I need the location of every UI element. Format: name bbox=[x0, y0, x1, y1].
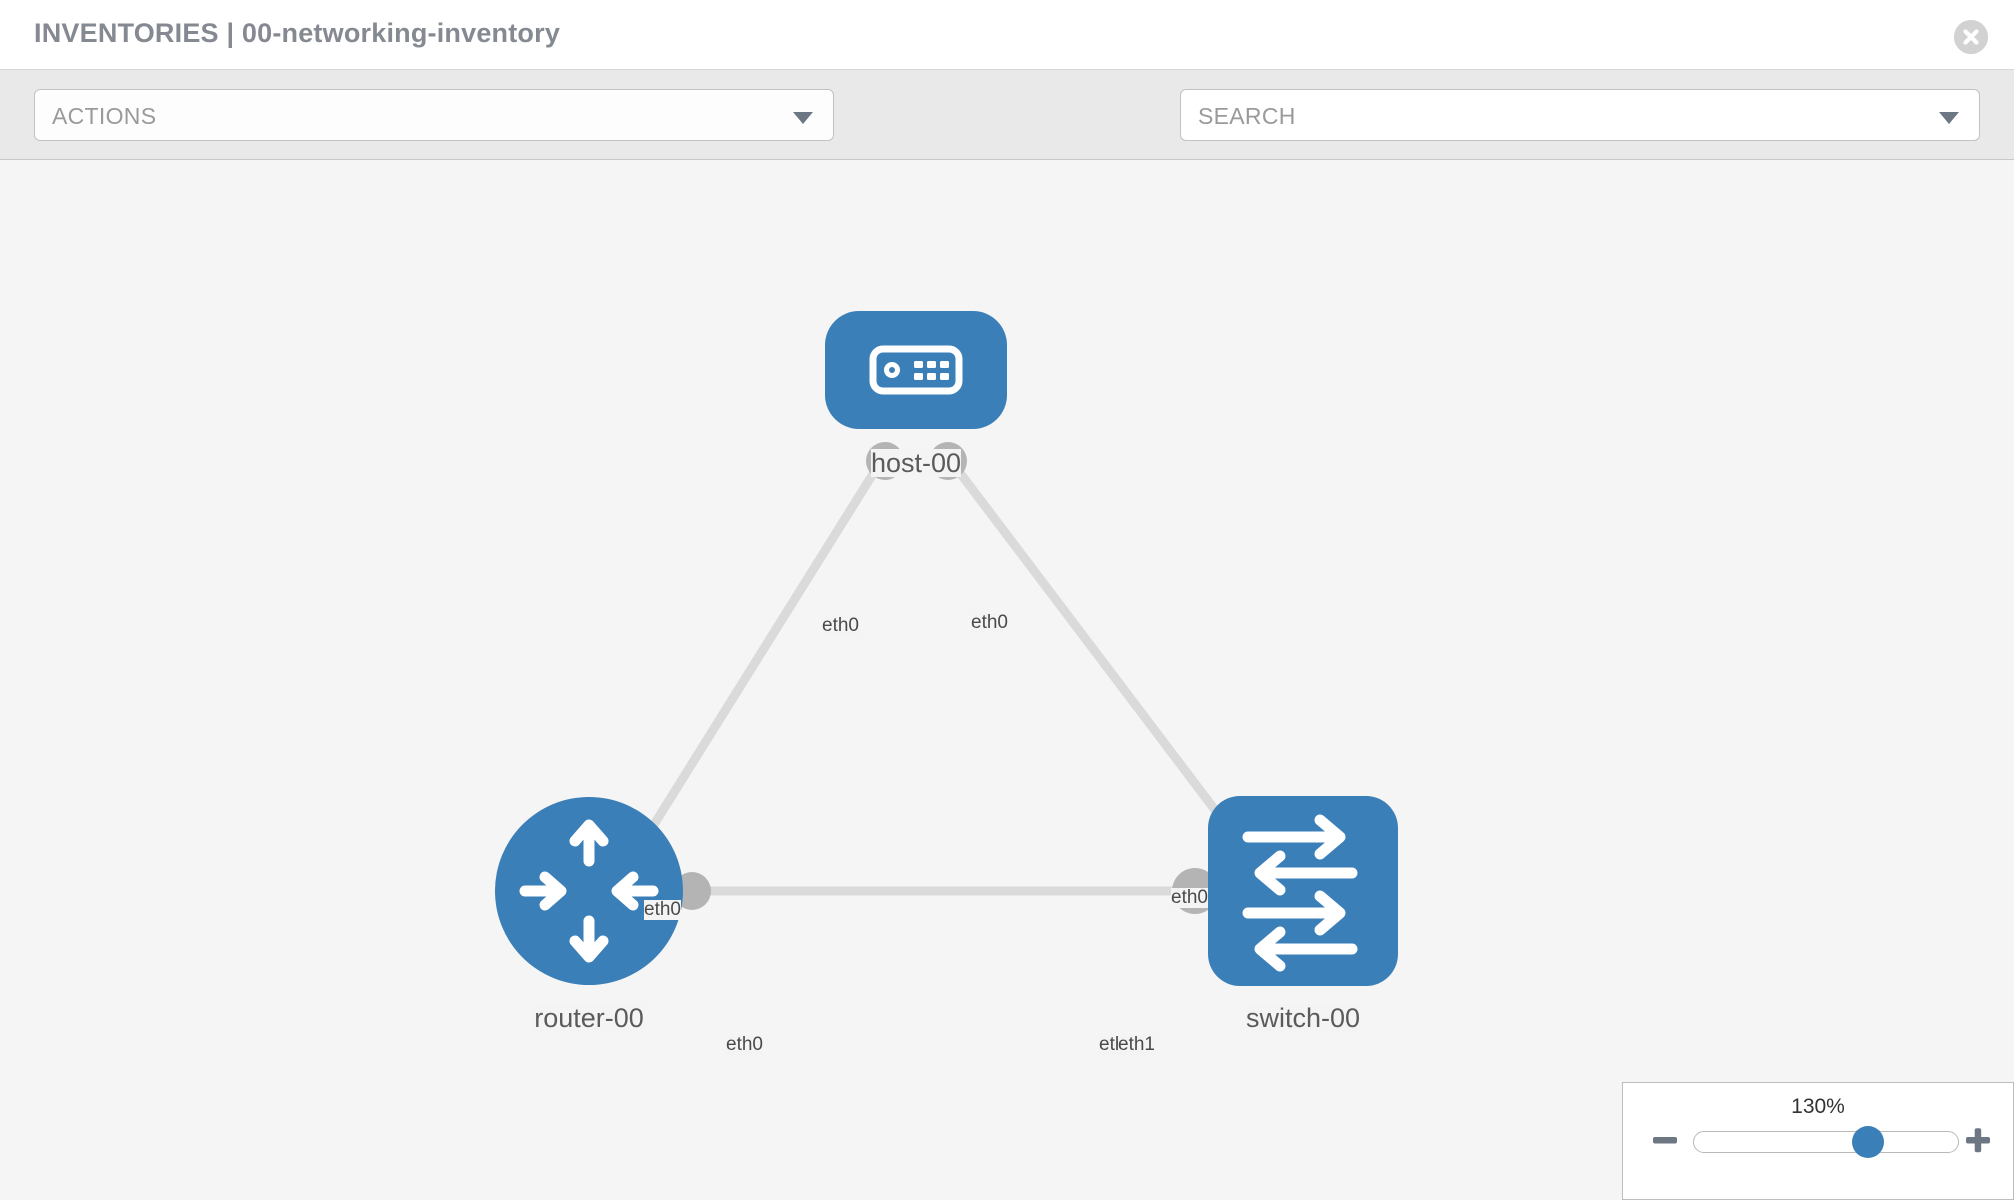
node-label-host-00[interactable]: host-00 bbox=[870, 448, 962, 478]
actions-dropdown[interactable]: ACTIONS bbox=[34, 89, 834, 141]
page-title: INVENTORIES | 00-networking-inventory bbox=[34, 18, 561, 48]
router-arrows-icon bbox=[519, 819, 659, 963]
node-router-00 bbox=[495, 797, 683, 985]
node-label-router-00[interactable]: router-00 bbox=[534, 1003, 644, 1033]
iface-label-switch00-north: eth0 bbox=[1171, 887, 1208, 908]
topology-connectors bbox=[673, 442, 1255, 914]
iface-label-host00-left: eth0 bbox=[822, 615, 859, 636]
iface-label-switch00-west-eth1: eth1 bbox=[1118, 1034, 1155, 1055]
node-label-switch-00[interactable]: switch-00 bbox=[1245, 1003, 1361, 1033]
minus-icon[interactable] bbox=[1650, 1125, 1680, 1155]
iface-label-router00-north: eth0 bbox=[644, 899, 681, 920]
topology-links bbox=[636, 458, 1247, 896]
switch-arrows-icon bbox=[1242, 814, 1358, 972]
zoom-slider[interactable] bbox=[1693, 1131, 1959, 1153]
link-host00-switch00 bbox=[947, 458, 1247, 850]
node-host-00 bbox=[825, 311, 1007, 429]
page-header: INVENTORIES | 00-networking-inventory bbox=[0, 0, 2014, 70]
zoom-slider-thumb[interactable] bbox=[1852, 1126, 1884, 1158]
toolbar: ACTIONS SEARCH bbox=[0, 70, 2014, 208]
zoom-control-panel: 130% bbox=[1622, 1082, 2014, 1200]
topology-canvas[interactable]: host-00 router-00 switch-00 eth0 eth0 et… bbox=[0, 161, 2014, 1200]
close-icon[interactable] bbox=[1954, 20, 1988, 54]
link-host00-router00 bbox=[636, 458, 885, 850]
iface-label-router00-east: eth0 bbox=[726, 1034, 763, 1055]
zoom-percent-label: 130% bbox=[1791, 1095, 1845, 1118]
chevron-down-icon[interactable] bbox=[1939, 112, 1959, 124]
actions-dropdown-label: ACTIONS bbox=[52, 103, 157, 129]
search-input[interactable]: SEARCH bbox=[1180, 89, 1980, 141]
topology-graph bbox=[495, 311, 1398, 986]
server-icon bbox=[869, 345, 963, 395]
node-switch-00 bbox=[1208, 796, 1398, 986]
iface-label-host00-right: eth0 bbox=[971, 612, 1008, 633]
plus-icon[interactable] bbox=[1963, 1125, 1993, 1155]
chevron-down-icon bbox=[793, 112, 813, 124]
search-input-label: SEARCH bbox=[1198, 103, 1296, 129]
